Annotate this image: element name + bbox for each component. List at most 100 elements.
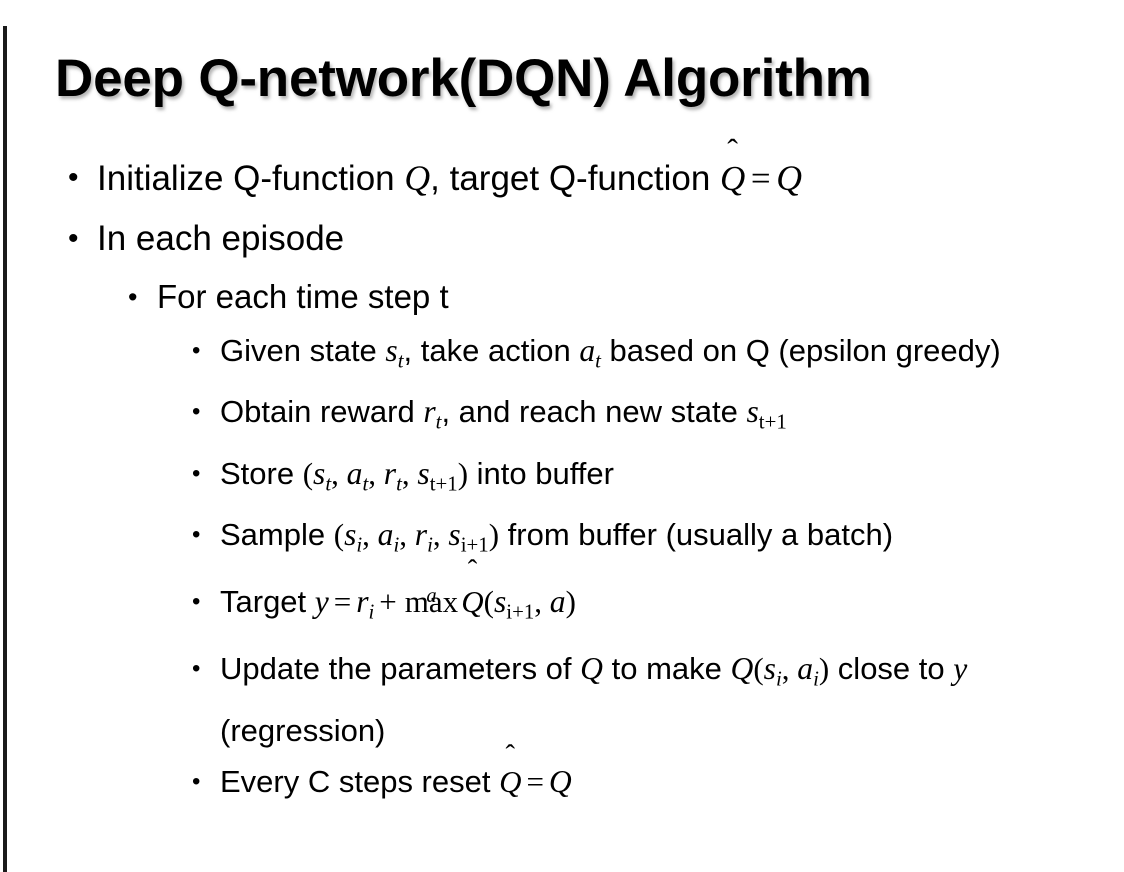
list-item-label: Given state st, take action at based on … [220, 325, 1094, 386]
bullet-list: • Initialize Q-function Q, target Q-func… [0, 148, 1124, 807]
math-subscript: t [325, 470, 332, 495]
math-symbol: s [385, 333, 398, 368]
bullet-glyph: • [192, 655, 201, 683]
text-fragment: , and reach new state [441, 394, 747, 430]
math-comma: , [331, 455, 347, 491]
list-item-sample: • Sample (si, ai, ri, si+1) from buffer … [0, 509, 1124, 570]
math-subscript: i [775, 666, 782, 691]
math-subscript: t [595, 348, 601, 373]
math-paren-open: ( [333, 516, 345, 552]
text-fragment: , target Q-function [430, 159, 721, 198]
math-q-hat-base: Q [499, 763, 522, 799]
math-next-state-s: si+1 [448, 517, 488, 556]
list-item-label: Sample (si, ai, ri, si+1) from buffer (u… [220, 509, 1094, 570]
math-target-y: y [314, 584, 329, 619]
math-subscript: t+1 [759, 410, 787, 434]
math-q: Q [404, 158, 431, 198]
bullet-glyph: • [192, 398, 201, 426]
math-reward-r: ri [356, 584, 374, 623]
math-paren-close: ) [457, 455, 469, 491]
page-title: Deep Q-network(DQN) Algorithm [55, 49, 872, 108]
text-fragment: to make [602, 651, 731, 687]
math-subscript: t [396, 470, 402, 495]
math-symbol: a [579, 333, 596, 368]
math-next-state-s: st+1 [417, 456, 457, 495]
bullet-glyph: • [68, 161, 79, 194]
math-max-limit: a [426, 585, 437, 608]
list-item-obtain-reward: • Obtain reward rt, and reach new state … [0, 386, 1124, 447]
math-q-hat: Q̂ [461, 570, 483, 634]
text-fragment: , take action [403, 333, 580, 368]
math-paren-close: ) [488, 516, 500, 552]
text-fragment: Sample [220, 516, 334, 552]
bullet-glyph: • [192, 767, 201, 795]
math-subscript: i [356, 532, 363, 556]
math-paren-close: ) [818, 651, 830, 687]
math-comma: , [401, 455, 418, 491]
text-fragment: Obtain reward [220, 394, 424, 430]
math-subscript: i [427, 532, 433, 556]
math-comma: , [432, 516, 449, 552]
math-subscript: i+1 [506, 599, 534, 623]
bullet-glyph: • [192, 337, 201, 364]
math-state-s: st [313, 456, 331, 495]
math-symbol: a [797, 651, 814, 687]
math-subscript: i+1 [461, 532, 489, 556]
text-fragment: based on Q (epsilon greedy) [600, 333, 1001, 368]
math-action-a: at [347, 456, 369, 495]
math-subscript: t [397, 348, 404, 373]
math-paren-open: ( [753, 651, 764, 687]
list-item-label: Obtain reward rt, and reach new state st… [220, 386, 1094, 447]
math-equals: = [333, 584, 352, 619]
text-fragment: Initialize Q-function [97, 159, 405, 198]
math-subscript: t [435, 409, 442, 434]
list-item-label: In each episode [97, 219, 345, 258]
list-item-for-each-time-step: • For each time step t [0, 269, 1124, 325]
math-q-hat: Q̂ [499, 756, 521, 807]
math-equals: = [750, 159, 771, 198]
math-symbol: r [414, 516, 428, 552]
list-item-every-c-steps: • Every C steps reset Q̂=Q [0, 756, 1124, 807]
math-symbol: s [344, 516, 357, 552]
math-state-s: si [763, 651, 782, 690]
math-action-a: a [549, 584, 566, 619]
math-comma: , [368, 455, 384, 491]
math-comma: , [534, 584, 550, 619]
math-paren-close: ) [565, 584, 576, 619]
bullet-glyph: • [192, 520, 201, 548]
math-q-hat-base: Q [461, 584, 484, 619]
text-fragment: Given state [220, 333, 386, 368]
math-subscript: t+1 [430, 471, 458, 495]
math-q: Q [548, 763, 572, 799]
math-q-hat: Q̂ [720, 149, 745, 209]
list-item-label: Initialize Q-function Q, target Q-functi… [97, 148, 1084, 209]
list-item-store: • Store (st, at, rt, st+1) into buffer [0, 448, 1124, 509]
math-state-s: si [344, 516, 362, 556]
bullet-glyph: • [192, 459, 201, 487]
math-paren-open: ( [302, 455, 314, 491]
list-item-update: • Update the parameters of Q to make Q(s… [0, 643, 1124, 755]
math-action-a: ai [797, 651, 819, 690]
text-fragment: Update the parameters of [220, 651, 581, 687]
math-symbol: r [383, 455, 397, 491]
math-action-a: at [579, 333, 601, 372]
math-symbol: s [763, 651, 776, 687]
math-next-state-s: si+1 [494, 584, 534, 623]
math-action-a: ai [378, 517, 400, 556]
math-subscript: i [368, 599, 375, 624]
list-item-label: Every C steps reset Q̂=Q [220, 756, 1094, 807]
math-q-function: Q [730, 651, 754, 687]
math-comma: , [362, 516, 378, 552]
math-symbol: r [423, 394, 436, 430]
text-fragment: (regression) [220, 712, 386, 748]
text-fragment: Target [220, 584, 315, 619]
text-fragment: into buffer [468, 455, 614, 491]
math-reward-r: rt [383, 455, 402, 495]
list-item-label: Update the parameters of Q to make Q(si,… [220, 643, 1094, 755]
slide-left-accent-rule [3, 26, 7, 872]
list-item-label: Store (st, at, rt, st+1) into buffer [220, 448, 1094, 509]
math-reward-r: rt [423, 394, 441, 433]
